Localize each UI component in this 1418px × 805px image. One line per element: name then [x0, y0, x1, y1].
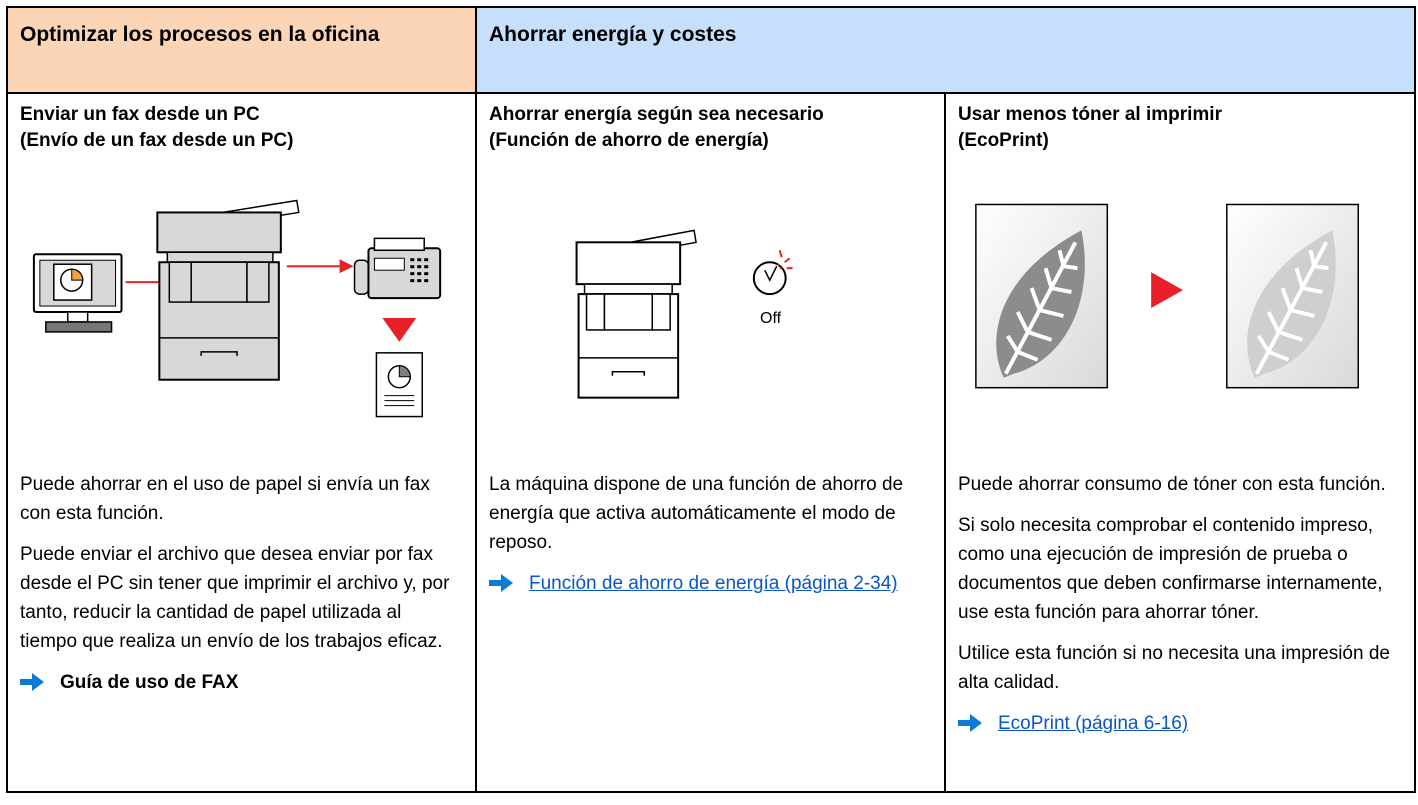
ecoprint-page	[1226, 203, 1359, 389]
reference-ecoprint-link[interactable]: EcoPrint (página 6-16)	[958, 709, 1402, 738]
paragraph: La máquina dispone de una función de aho…	[489, 474, 904, 553]
paragraph: Puede enviar el archivo que desea enviar…	[20, 544, 450, 652]
reference-text: Guía de uso de FAX	[60, 672, 239, 693]
arrow-right-icon	[20, 673, 44, 691]
fax-machine-icon	[353, 237, 442, 300]
arrow-right-icon	[958, 714, 982, 732]
column-ecoprint: Usar menos tóner al imprimir (EcoPrint)	[944, 92, 1416, 793]
ecoprint-link[interactable]: EcoPrint (página 6-16)	[998, 713, 1189, 734]
header-office-processes: Optimizar los procesos en la oficina	[6, 6, 477, 94]
reference-energy-saving-link[interactable]: Función de ahorro de energía (página 2-3…	[489, 569, 932, 598]
column-body: Puede ahorrar en el uso de papel si enví…	[20, 470, 463, 697]
column-title: Enviar un fax desde un PC (Envío de un f…	[20, 104, 294, 151]
right-arrow-icon	[1151, 272, 1183, 309]
pc-fax-illustration	[32, 199, 442, 418]
energy-saving-illustration	[575, 229, 793, 399]
timer-off-label: Off	[760, 310, 782, 327]
paragraph: Puede ahorrar consumo de tóner con esta …	[958, 474, 1386, 495]
column-title: Ahorrar energía según sea necesario (Fun…	[489, 104, 824, 151]
timer-icon	[752, 250, 793, 296]
header-right-text: Ahorrar energía y costes	[489, 23, 737, 46]
feature-table: Optimizar los procesos en la oficina Aho…	[6, 6, 1416, 793]
down-arrow-icon	[382, 317, 417, 342]
ecoprint-illustration	[975, 203, 1359, 389]
arrow-right-icon	[489, 574, 513, 592]
computer-icon	[32, 253, 123, 333]
header-energy-costs: Ahorrar energía y costes	[475, 6, 1416, 94]
printer-icon	[575, 229, 697, 399]
printer-icon	[156, 199, 300, 381]
column-pc-fax: Enviar un fax desde un PC (Envío de un f…	[6, 92, 477, 793]
paragraph: Si solo necesita comprobar el contenido …	[958, 515, 1383, 623]
energy-saving-link[interactable]: Función de ahorro de energía (página 2-3…	[529, 573, 898, 594]
printed-document-icon	[375, 352, 423, 418]
column-body: Puede ahorrar consumo de tóner con esta …	[958, 470, 1402, 738]
arrow-to-fax	[286, 259, 354, 274]
header-left-text: Optimizar los procesos en la oficina	[20, 23, 380, 46]
paragraph: Puede ahorrar en el uso de papel si enví…	[20, 474, 430, 524]
normal-print-page	[975, 203, 1109, 389]
column-body: La máquina dispone de una función de aho…	[489, 470, 932, 598]
paragraph: Utilice esta función si no necesita una …	[958, 643, 1390, 693]
reference-fax-guide[interactable]: Guía de uso de FAX	[20, 668, 463, 697]
column-title: Usar menos tóner al imprimir (EcoPrint)	[958, 104, 1222, 151]
column-energy-saving: Ahorrar energía según sea necesario (Fun…	[475, 92, 946, 793]
